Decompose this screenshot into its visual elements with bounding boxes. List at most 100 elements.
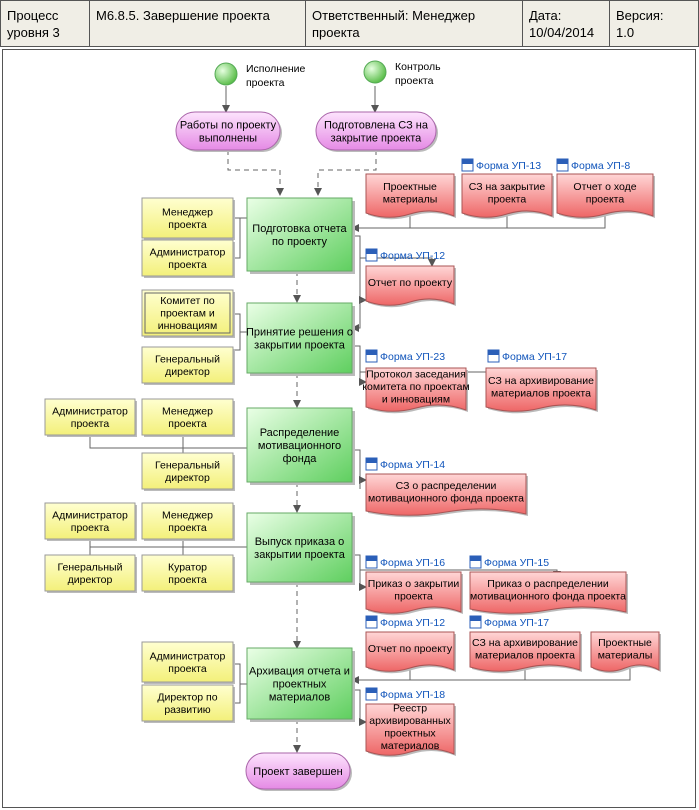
form-link-label[interactable]: Форма УП-14	[380, 459, 445, 471]
label: Отчет по проекту	[368, 277, 453, 289]
header: Процесс уровня 3 M6.8.5. Завершение прое…	[0, 0, 699, 47]
form-link-f_out4a[interactable]: W Форма УП-16	[365, 555, 445, 569]
form-link-label[interactable]: Форма УП-16	[380, 557, 445, 569]
owner-cell: Ответственный: Менеджер проекта	[305, 0, 523, 47]
word-icon: W	[368, 354, 376, 363]
word-icon: W	[368, 560, 376, 569]
form-link-label[interactable]: Форма УП-12	[380, 250, 445, 262]
form-link-label[interactable]: Форма УП-17	[502, 351, 567, 363]
word-icon: W	[472, 620, 480, 629]
form-link-f_in3[interactable]: W Форма УП-8	[556, 158, 630, 172]
form-link-label[interactable]: Форма УП-8	[571, 160, 630, 172]
word-icon: W	[472, 560, 480, 569]
word-icon: W	[368, 462, 376, 471]
process-level-cell: Процесс уровня 3	[0, 0, 90, 47]
word-icon: W	[368, 253, 376, 262]
form-link-label[interactable]: Форма УП-15	[484, 557, 549, 569]
form-link-label[interactable]: Форма УП-12	[380, 617, 445, 629]
form-link-f_in5a[interactable]: W Форма УП-12	[365, 615, 445, 629]
form-link-f_out3[interactable]: W Форма УП-14	[365, 457, 445, 471]
event-end_event[interactable]: Проект завершен	[245, 752, 352, 791]
process-name-cell: M6.8.5. Завершение проекта	[89, 0, 306, 47]
form-link-label[interactable]: Форма УП-13	[476, 160, 541, 172]
form-link-f_out1[interactable]: W Форма УП-12	[365, 248, 445, 262]
form-link-label[interactable]: Форма УП-18	[380, 689, 445, 701]
form-link-f_out2b[interactable]: W Форма УП-17	[487, 349, 567, 363]
word-icon: W	[490, 354, 498, 363]
form-link-f_in5b[interactable]: W Форма УП-17	[469, 615, 549, 629]
document-d_in5a[interactable]: Отчет по проекту	[365, 631, 456, 674]
form-link-label[interactable]: Форма УП-23	[380, 351, 445, 363]
form-link-f_out2a[interactable]: W Форма УП-23	[365, 349, 445, 363]
word-icon: W	[559, 163, 567, 172]
document-d_out1[interactable]: Отчет по проекту	[365, 265, 456, 308]
form-link-label[interactable]: Форма УП-17	[484, 617, 549, 629]
date-cell: Дата: 10/04/2014	[522, 0, 610, 47]
word-icon: W	[368, 620, 376, 629]
form-link-f_out4b[interactable]: W Форма УП-15	[469, 555, 549, 569]
label: Отчет по проекту	[368, 643, 453, 655]
label: Проект завершен	[253, 766, 342, 778]
